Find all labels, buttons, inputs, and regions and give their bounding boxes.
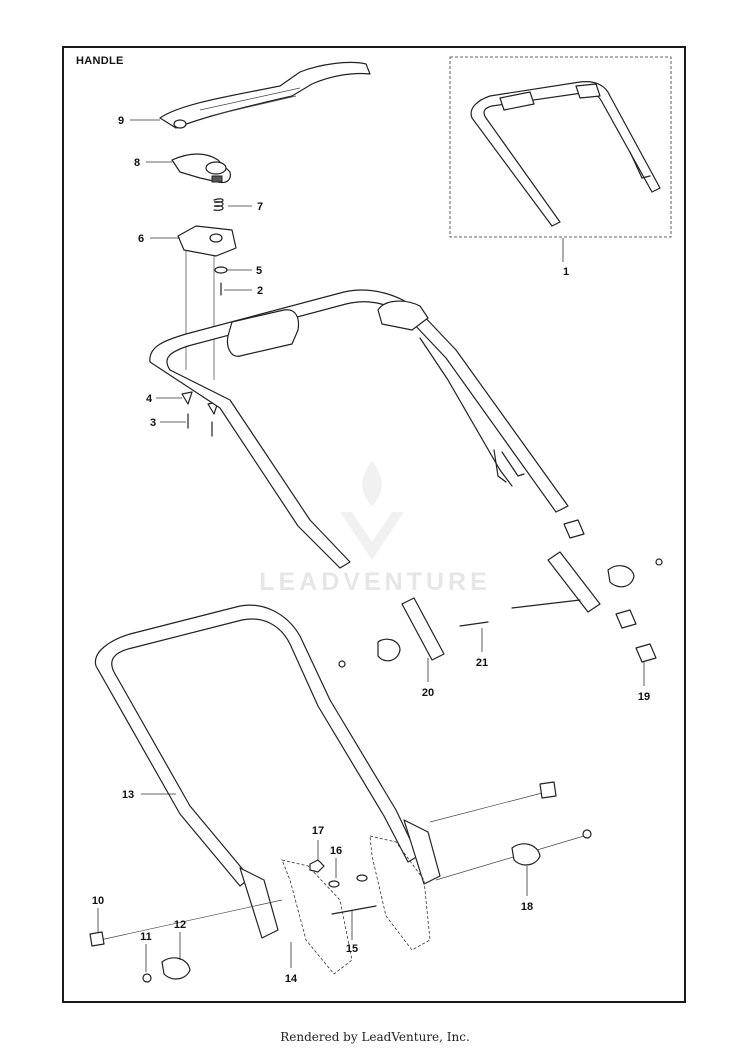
part-12-knob [161,957,191,980]
callout-1: 1 [563,266,569,278]
inset-cable [629,151,651,179]
part-10-bolt-head [89,931,105,947]
callout-16: 16 [330,845,342,857]
upper-right-bolt-head [539,781,557,799]
part-6-bracket [177,225,237,380]
part-16-washer-b [356,874,368,882]
callout-14: 14 [285,973,298,985]
part-18-nut [582,829,592,839]
upper-handle-tube [149,289,569,569]
watermark-text: LEADVENTURE [259,568,491,596]
callout-20: 20 [422,687,434,699]
part-17-nut [309,859,325,873]
callout-13: 13 [122,789,134,801]
inset-assembly-1 [449,56,672,238]
callout-4: 4 [146,393,153,405]
part-15-bolt [331,905,377,915]
callout-18: 18 [521,901,533,913]
callout-7: 7 [257,201,263,213]
callout-19: 19 [638,691,650,703]
callout-5: 5 [256,265,262,277]
inset-handle-tube [470,81,661,227]
callout-3: 3 [150,417,156,429]
upper-right-grip-housing [377,300,429,331]
upper-knob-right [607,565,635,588]
right-knob-line [435,835,585,881]
callout-12: 12 [174,919,186,931]
part-21-pivot-tube [459,551,663,627]
part-18-knob [511,843,541,866]
part-11-nut [142,973,152,983]
diagram-frame [62,46,686,1003]
callout-10: 10 [92,895,104,907]
left-deck-plate [281,859,353,975]
cable-end-a [493,449,507,483]
part-9-grip-cover [159,61,371,129]
part-4-clip-left [181,391,193,405]
callout-15: 15 [346,943,358,955]
inset-left-grip [499,91,535,111]
part-8-lever [171,153,231,184]
part-10-bolt-line [99,899,283,941]
leader-lines [97,119,645,972]
upper-knob-left [377,638,401,662]
part-5-washer [214,266,228,274]
upper-right-bolt-line [429,791,547,823]
callout-11: 11 [140,931,152,943]
callout-8: 8 [134,157,140,169]
callout-21: 21 [476,657,488,669]
inset-dashed-box [449,56,672,238]
cable-end-b [501,451,525,477]
part-13-lower-handle [94,604,441,939]
upper-left-grip-housing [226,309,300,357]
part-16-washer [328,880,340,888]
part-20-spacer-tube [338,597,445,668]
callout-2: 2 [257,285,263,297]
callout-6: 6 [138,233,144,245]
part-7-spring [213,198,224,211]
callout-17: 17 [312,825,324,837]
callout-9: 9 [118,115,124,127]
diagram-title: HANDLE [76,55,124,67]
left-handle-bracket [239,867,279,939]
watermark-logo [340,460,404,560]
inset-right-grip [575,83,601,99]
control-cable [419,337,513,487]
right-handle-bracket [403,819,441,885]
part-19-clips [563,519,657,663]
footer-text: Rendered by LeadVenture, Inc. [280,1030,470,1044]
